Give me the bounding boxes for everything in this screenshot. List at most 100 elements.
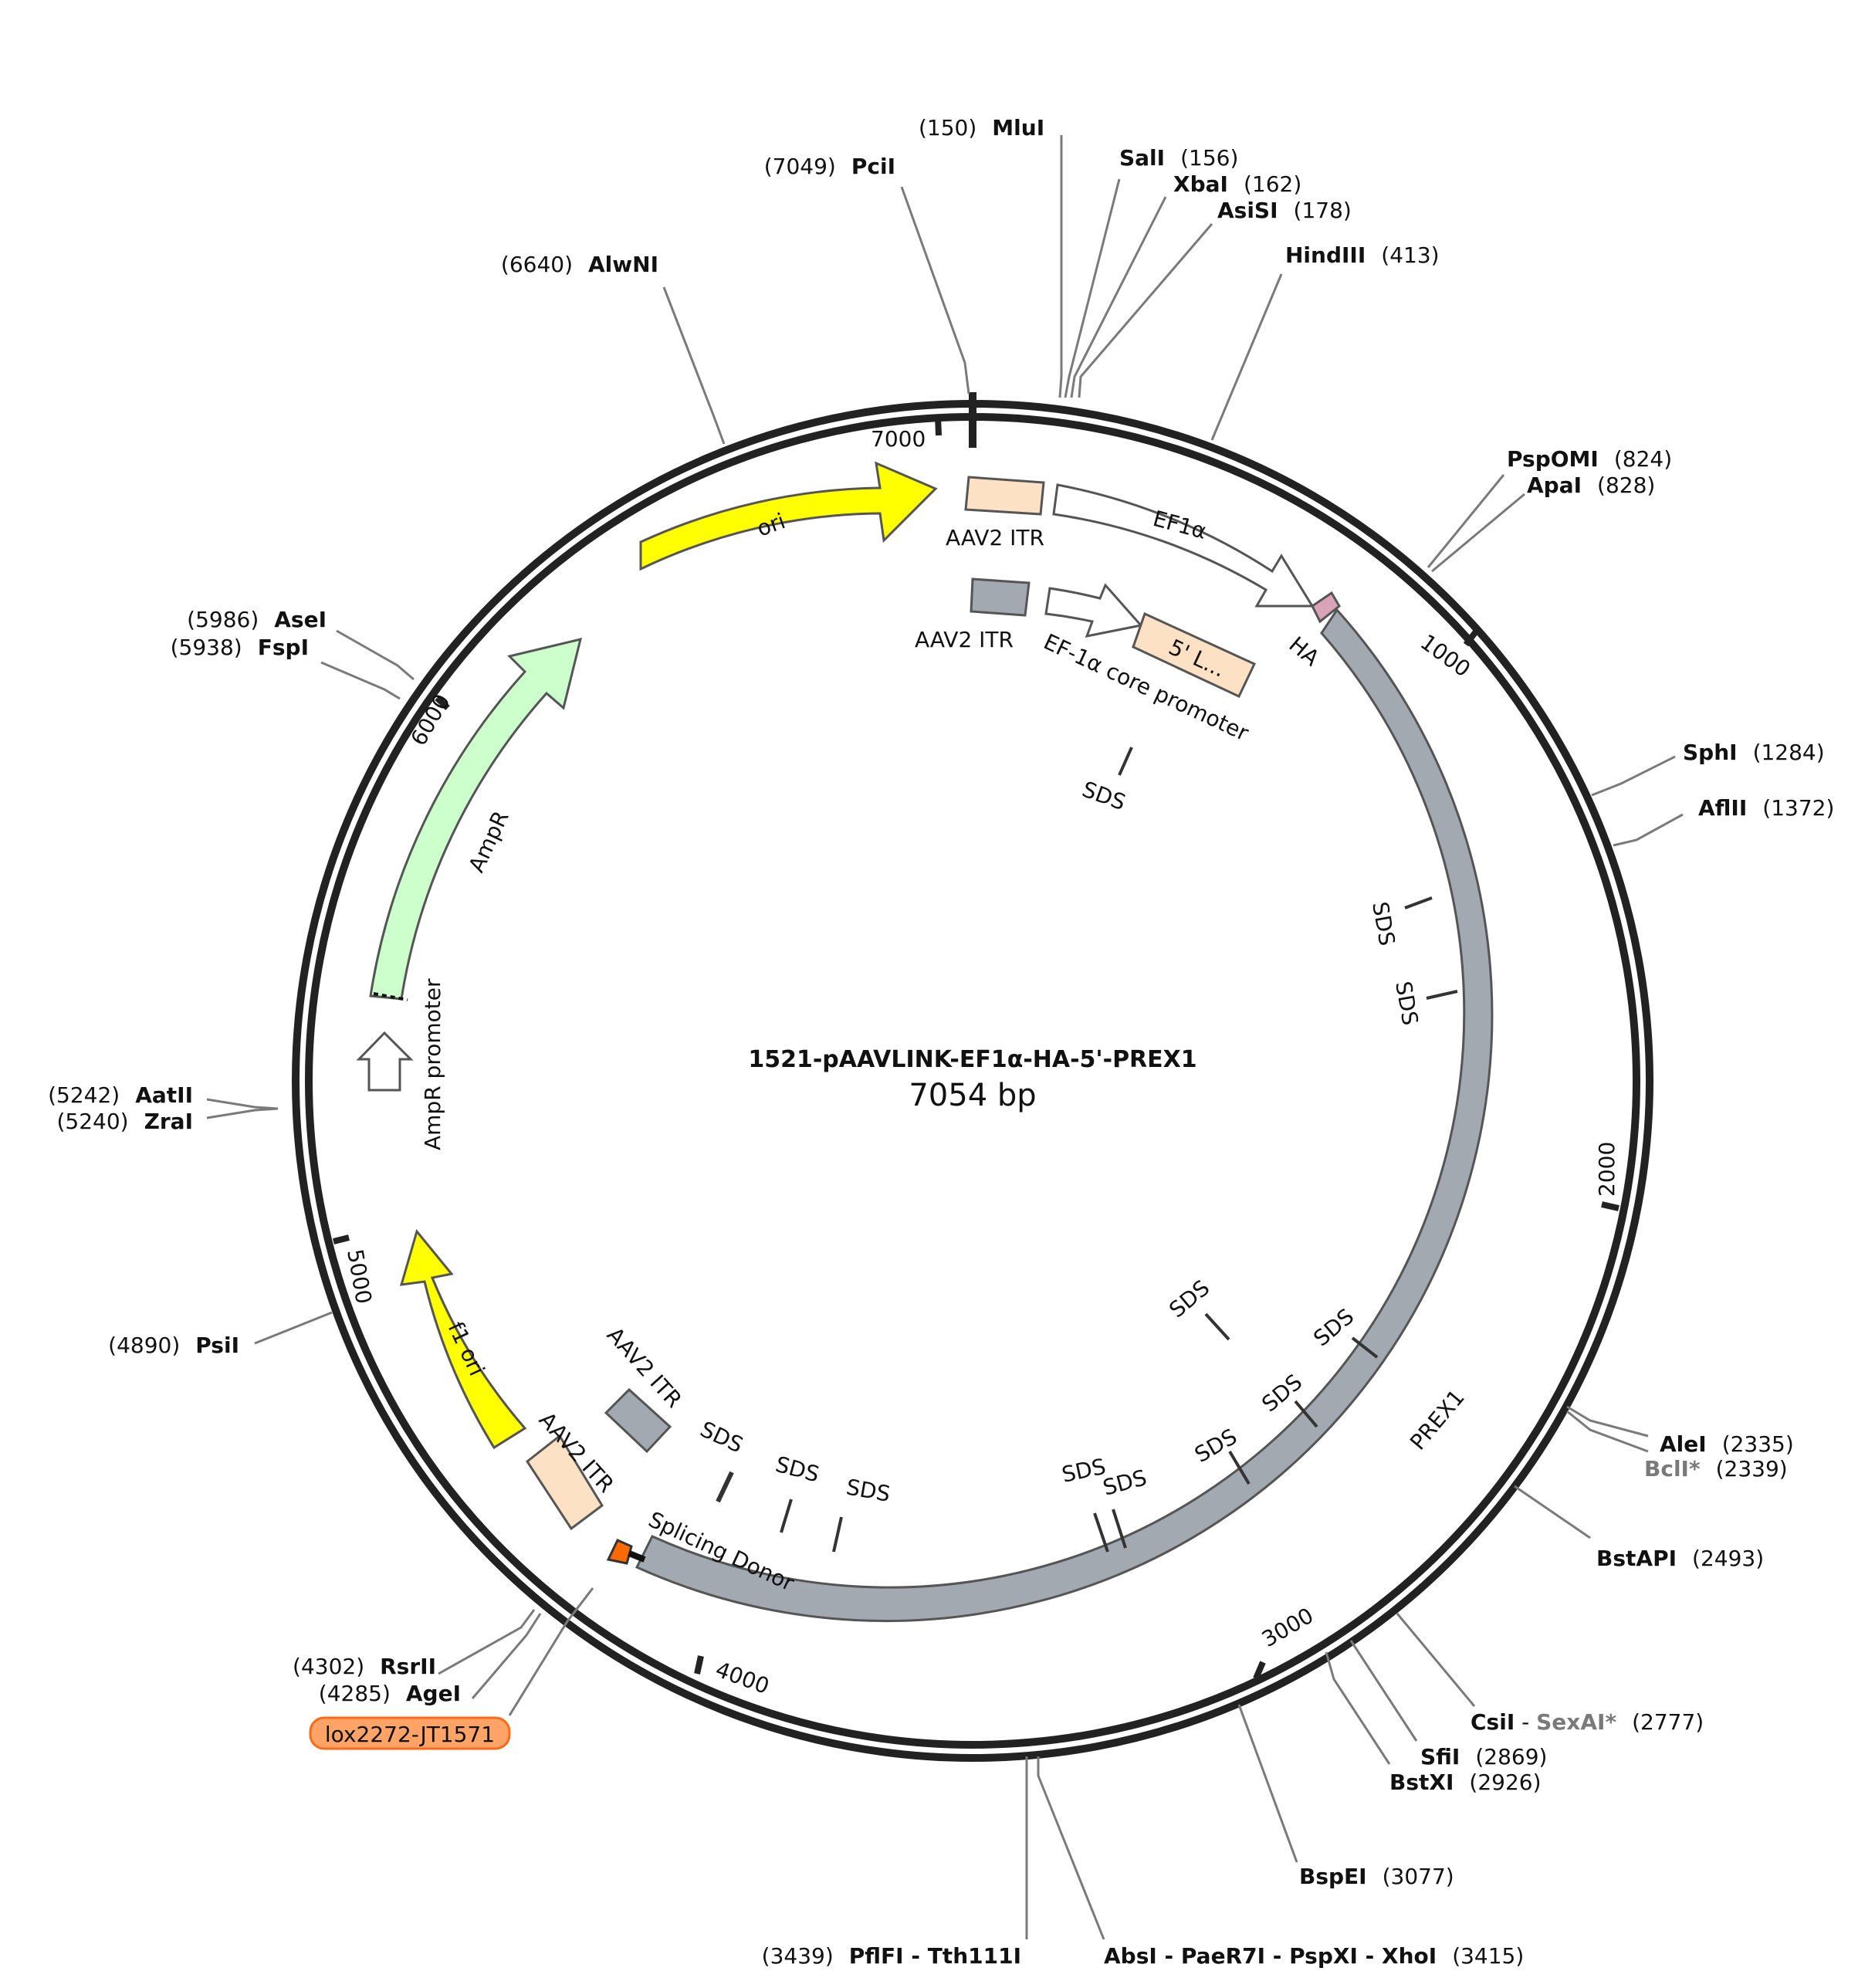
leader-mlui	[1058, 135, 1063, 398]
tick-label-7000: 7000	[871, 426, 926, 452]
site-label-bstapi: BstAPI(2493)	[1596, 1546, 1764, 1571]
prex1-label: PREX1	[1405, 1385, 1470, 1455]
site-label-csii: CsiI - SexAI*(2777)	[1471, 1709, 1704, 1735]
sds-group: SDS SDS SDS SDS SDS SDS SDS SDS SDS SDS …	[696, 747, 1458, 1553]
site-label-bcli: BclI*(2339)	[1644, 1456, 1788, 1482]
site-label-sphi: SphI(1284)	[1683, 740, 1825, 765]
ampr-promoter-arrow	[356, 1031, 414, 1092]
sds-mark-4	[1204, 1312, 1230, 1341]
site-label-alei: AleI(2335)	[1660, 1431, 1794, 1457]
leader-hindiii	[1210, 273, 1283, 441]
primer-badge-label: lox2272-JT1571	[325, 1722, 495, 1747]
sds-label-3: SDS	[1390, 979, 1423, 1027]
ampr-promoter-label: AmpR promoter	[420, 978, 445, 1150]
sds-label-5: SDS	[1308, 1303, 1359, 1351]
sds-label-1: SDS	[1079, 777, 1129, 816]
sds-label-2: SDS	[1367, 899, 1399, 947]
aav2-itr-inner-box	[970, 577, 1031, 617]
tick-7000	[935, 415, 942, 436]
sds-mark-7	[1228, 1450, 1251, 1485]
ampr-arrow	[369, 637, 583, 1001]
tick-1000	[1463, 629, 1479, 647]
site-label-xhoi: AbsI - PaeR7I - PspXI - XhoI(3415)	[1104, 1943, 1524, 1969]
aav2-itr-outer-box	[964, 476, 1045, 516]
prex1-arc	[635, 608, 1494, 1622]
sds-mark-9	[1112, 1509, 1127, 1549]
leader-zrai	[206, 1107, 279, 1119]
aav2-itr-gray-lower-box	[604, 1387, 672, 1454]
leader-xhoi	[1037, 1756, 1105, 1940]
splicing-donor-connector	[628, 1550, 646, 1563]
primer-badge-box	[309, 1716, 511, 1750]
aav2-itr-lower-box	[525, 1434, 604, 1531]
splicing-donor-marker	[606, 1539, 633, 1565]
sds-mark-3	[1426, 990, 1458, 1000]
leader-aflii	[1613, 813, 1684, 847]
site-label-psii: (4890)PsiI	[108, 1333, 239, 1358]
sds-label-9: SDS	[1100, 1465, 1149, 1501]
aav2-itr-outer-label: AAV2 ITR	[946, 525, 1044, 550]
leader-aatii	[206, 1098, 279, 1110]
leader-asei	[336, 629, 415, 681]
leader-psii	[254, 1311, 333, 1345]
site-label-sali: SalI(156)	[1119, 145, 1238, 171]
leader-bstxi	[1325, 1651, 1391, 1765]
site-label-aflii: AflII(1372)	[1698, 795, 1834, 821]
sds-mark-1	[1118, 747, 1133, 776]
sds-mark-5	[1351, 1336, 1379, 1359]
site-label-bspei: BspEI(3077)	[1299, 1864, 1454, 1889]
tick-label-2000: 2000	[1594, 1142, 1619, 1197]
leader-agei	[471, 1613, 542, 1699]
leader-bspei	[1237, 1704, 1298, 1863]
f1-ori-arrow	[399, 1228, 527, 1450]
leader-xbai	[1070, 196, 1167, 398]
leader-apai	[1431, 493, 1525, 573]
five-l-box	[1132, 611, 1257, 698]
plasmid-title: 1521-pAAVLINK-EF1α-HA-5'-PREX1	[748, 1046, 1196, 1073]
leader-asisi	[1078, 223, 1213, 398]
site-label-hindiii: HindIII(413)	[1285, 242, 1440, 268]
site-label-alwni: (6640)AlwNI	[501, 252, 658, 277]
leader-pcii	[900, 186, 970, 395]
ha-label: HA	[1284, 632, 1325, 671]
ori-arrow	[639, 461, 938, 571]
leader-sphi	[1591, 755, 1676, 797]
ampr-label: AmpR	[463, 807, 513, 876]
sds-mark-8	[1093, 1512, 1109, 1553]
site-label-agei: (4285)AgeI	[319, 1681, 461, 1706]
ef1a-arrow	[1052, 483, 1315, 608]
site-label-pflfi: (3439)PflFI - Tth111I	[762, 1943, 1021, 1969]
site-label-sfii: SfiI(2869)	[1420, 1744, 1547, 1770]
site-labels: (150)MluI SalI(156) XbaI(162) AsiSI(178)…	[48, 115, 1834, 1969]
primer-badge[interactable]: lox2272-JT1571	[309, 1716, 511, 1750]
tick-3000	[1253, 1661, 1266, 1680]
site-label-rsrii: (4302)RsrII	[293, 1654, 436, 1679]
leader-bcli	[1566, 1410, 1649, 1453]
leader-alwni	[662, 286, 726, 445]
ef1a-core-arrow	[1044, 583, 1143, 638]
leader-csii	[1396, 1613, 1476, 1707]
sds-mark-6	[1294, 1400, 1318, 1428]
sds-label-8: SDS	[1060, 1454, 1108, 1488]
leader-fspi	[320, 661, 401, 700]
sds-mark-10	[716, 1471, 734, 1503]
site-leaders	[206, 135, 1684, 1940]
aav2-itr-gray-lower-label: AAV2 ITR	[602, 1323, 687, 1413]
sds-label-6: SDS	[1257, 1369, 1307, 1417]
sds-label-12: SDS	[844, 1474, 892, 1506]
site-label-aatii: (5242)AatII	[48, 1082, 193, 1108]
tick-5000	[333, 1234, 350, 1245]
site-label-fspi: (5938)FspI	[171, 635, 309, 660]
site-label-mlui: (150)MluI	[919, 115, 1044, 141]
sds-mark-12	[832, 1516, 843, 1553]
leader-bstapi	[1514, 1485, 1591, 1539]
tick-6000	[435, 696, 450, 710]
site-label-asisi: AsiSI(178)	[1217, 198, 1352, 223]
aav2-itr-inner-label: AAV2 ITR	[915, 627, 1014, 652]
tick-4000	[694, 1655, 704, 1675]
leader-sfii	[1349, 1640, 1418, 1742]
leader-alei	[1566, 1405, 1649, 1438]
site-label-asei: (5986)AseI	[187, 607, 327, 632]
tick-2000	[1601, 1201, 1619, 1211]
